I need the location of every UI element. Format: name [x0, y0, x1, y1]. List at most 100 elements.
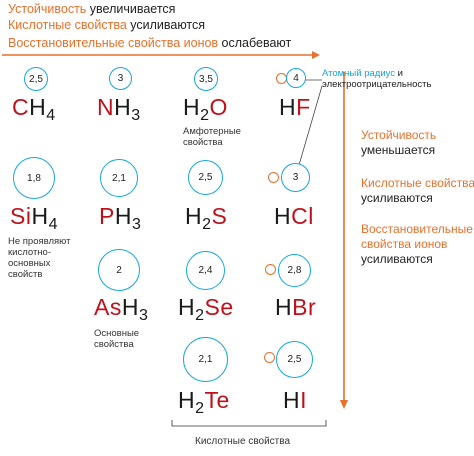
note-no-acid-base: Не проявляют кислотно- основных свойств — [8, 236, 70, 280]
hydrogen: H — [114, 203, 132, 229]
formula-h2se: H2Se — [178, 294, 234, 324]
element-te: Te — [204, 387, 230, 413]
note-amphoteric: Амфотерные свойства — [183, 126, 241, 148]
element-si: Si — [10, 203, 32, 229]
subscript: 2 — [202, 216, 212, 233]
hydrogen: H — [121, 294, 139, 320]
note-line: Не проявляют — [8, 236, 71, 247]
note-line: кислотно- — [8, 247, 51, 258]
h-atom-circle-hbr — [265, 264, 276, 275]
formula-ph3: PH3 — [99, 203, 141, 233]
side-reducing: Восстановительные свойства ионов усилива… — [361, 222, 473, 267]
hydrogen: H — [114, 94, 132, 120]
element-n: N — [97, 94, 115, 120]
callout-electronegativity-label: электроотрицательность — [322, 79, 432, 90]
side-stability: Устойчивость уменьшается — [361, 128, 436, 158]
formula-h2s: H2S — [185, 203, 228, 233]
callout-and: и — [397, 68, 403, 79]
element-p: P — [99, 203, 115, 229]
subscript: 2 — [195, 400, 205, 417]
note-line: свойств — [8, 269, 43, 280]
hydrogen: H — [185, 203, 203, 229]
horizontal-arrow-head — [312, 51, 320, 59]
hydrogen: H — [178, 294, 196, 320]
note-basic: Основные свойства — [94, 328, 139, 350]
element-o: O — [209, 94, 228, 120]
formula-h2o: H2O — [183, 94, 228, 124]
en-circle-sih4: 1,8 — [13, 157, 55, 199]
en-circle-ch4: 2,5 — [24, 67, 48, 91]
header-stability-trend: увеличивается — [89, 2, 176, 16]
note-line: Амфотерные — [183, 126, 241, 137]
formula-h2te: H2Te — [178, 387, 230, 417]
hydrogen: H — [279, 94, 297, 120]
formula-hf: HF — [279, 96, 311, 119]
note-line: Основные — [94, 328, 140, 339]
formula-hbr: HBr — [275, 296, 316, 319]
en-circle-h2se: 2,4 — [186, 251, 225, 290]
en-circle-nh3: 3 — [109, 67, 132, 90]
subscript: 2 — [195, 307, 205, 324]
hydrogen: H — [283, 387, 301, 413]
formula-ash3: AsH3 — [94, 294, 148, 324]
header-acidic-label: Кислотные свойства — [8, 18, 127, 32]
element-s: S — [211, 203, 228, 229]
en-circle-h2s: 2,5 — [188, 160, 223, 195]
header-stability: Устойчивость увеличивается — [8, 2, 175, 16]
side-acidic-trend: усиливаются — [361, 191, 433, 205]
side-reducing-trend: усиливаются — [361, 252, 433, 266]
formula-hcl: HCl — [274, 205, 314, 228]
element-f: F — [296, 94, 311, 120]
formula-hi: HI — [283, 389, 307, 412]
callout-radius-electronegativity: Атомный радиус и электроотрицательность — [322, 68, 431, 90]
side-stability-label: Устойчивость — [361, 128, 437, 142]
subscript: 3 — [131, 216, 142, 233]
header-stability-label: Устойчивость — [8, 2, 87, 16]
header-reducing-label: Восстановительные свойства ионов — [8, 36, 219, 50]
side-acidic-label: Кислотные свойства — [361, 176, 474, 190]
en-circle-hf: 4 — [286, 68, 306, 88]
side-acidic: Кислотные свойства усиливаются — [361, 176, 474, 206]
bottom-bracket-line — [171, 420, 327, 427]
element-as: As — [94, 294, 122, 320]
element-se: Se — [204, 294, 234, 320]
element-i: I — [300, 387, 308, 413]
h-atom-circle-hi — [264, 352, 275, 363]
subscript: 4 — [48, 216, 58, 233]
en-circle-h2o: 3,5 — [194, 67, 218, 91]
hydrogen: H — [274, 203, 292, 229]
header-reducing: Восстановительные свойства ионов ослабев… — [8, 36, 291, 50]
header-acidic: Кислотные свойства усиливаются — [8, 18, 205, 32]
header-acidic-trend: усиливаются — [130, 18, 206, 32]
callout-pointer-line — [298, 85, 323, 166]
en-circle-hi: 2,5 — [276, 341, 313, 378]
subscript: 3 — [138, 307, 149, 324]
callout-radius-label: Атомный радиус — [322, 68, 396, 79]
element-br: Br — [292, 294, 317, 320]
hydrogen: H — [183, 94, 201, 120]
formula-sih4: SiH4 — [10, 203, 58, 233]
vertical-arrow-head — [340, 400, 348, 409]
note-line: основных — [8, 258, 51, 269]
en-circle-hbr: 2,8 — [278, 254, 311, 287]
en-circle-hcl: 3 — [281, 163, 310, 192]
subscript: 3 — [131, 107, 141, 124]
note-line: свойства — [94, 339, 134, 350]
en-circle-h2te: 2,1 — [183, 337, 228, 382]
side-reducing-label-1: Восстановительные — [361, 222, 473, 236]
side-reducing-label-2: свойства ионов — [361, 237, 448, 251]
side-stability-trend: уменьшается — [361, 143, 436, 157]
hydrogen: H — [275, 294, 293, 320]
hydrogen: H — [29, 94, 47, 120]
formula-nh3: NH3 — [97, 94, 141, 124]
subscript: 2 — [200, 107, 210, 124]
en-circle-ash3: 2 — [98, 249, 140, 291]
element-c: C — [12, 94, 30, 120]
hydrogen: H — [31, 203, 49, 229]
bottom-label-acidic: Кислотные свойства — [195, 436, 291, 447]
header-reducing-trend: ослабевают — [221, 36, 292, 50]
hydrogen: H — [178, 387, 196, 413]
en-circle-ph3: 2,1 — [100, 159, 138, 197]
